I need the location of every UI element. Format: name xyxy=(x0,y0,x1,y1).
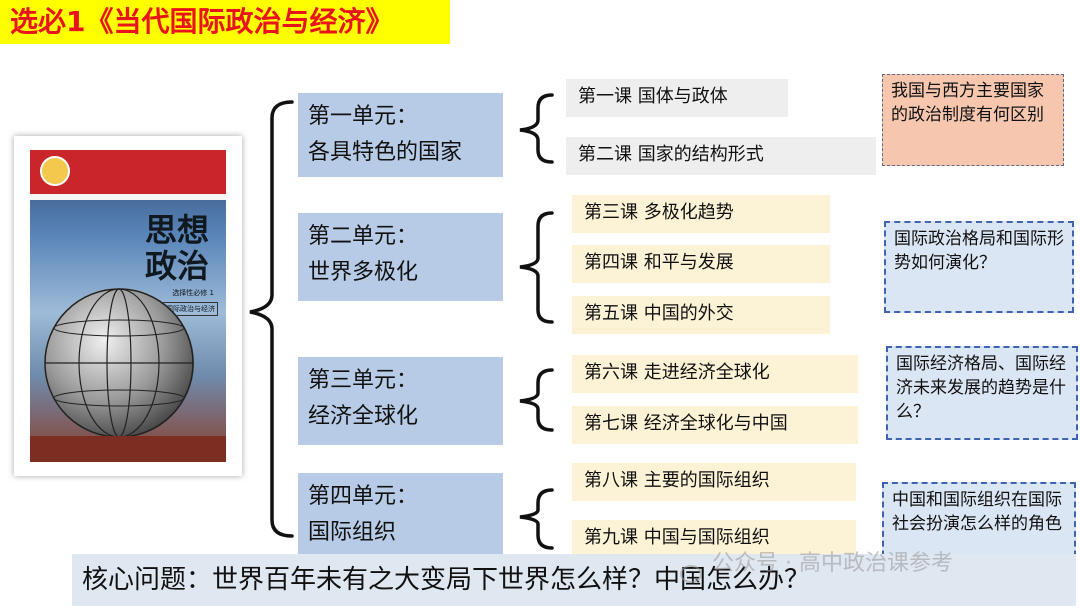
unit2-bracket xyxy=(519,211,554,324)
lesson-8: 第八课 主要的国际组织 xyxy=(572,463,856,501)
question-unit-2: 国际政治格局和国际形势如何演化？ xyxy=(884,221,1074,313)
book-subtitle: 选择性必修 1 xyxy=(172,289,214,297)
lesson-1: 第一课 国体与政体 xyxy=(566,79,788,117)
unit-4-title: 国际组织 xyxy=(308,520,397,545)
wechat-icon xyxy=(680,565,702,583)
question-unit-3: 国际经济格局、国际经济未来发展的趋势是什么？ xyxy=(886,346,1078,440)
unit-box-2: 第二单元： 世界多极化 xyxy=(298,213,503,301)
lesson-7: 第七课 经济全球化与中国 xyxy=(572,406,858,444)
unit1-bracket xyxy=(519,93,554,164)
unit-box-4: 第四单元： 国际组织 xyxy=(298,473,503,557)
unit-3-name: 第三单元： xyxy=(308,368,419,393)
main-bracket xyxy=(249,100,294,538)
textbook-cover-art: 思想 政治 选择性必修 1 当代国际政治与经济 xyxy=(30,150,226,462)
unit-2-title: 世界多极化 xyxy=(308,260,419,285)
question-unit-1: 我国与西方主要国家的政治制度有何区别 xyxy=(882,74,1064,166)
unit-1-title: 各具特色的国家 xyxy=(308,140,463,165)
lesson-6: 第六课 走进经济全球化 xyxy=(572,355,858,393)
lesson-4: 第四课 和平与发展 xyxy=(572,245,830,283)
unit-4-name: 第四单元： xyxy=(308,484,419,509)
publisher-logo-icon xyxy=(40,156,70,186)
textbook-cover: 思想 政治 选择性必修 1 当代国际政治与经济 xyxy=(14,136,242,476)
lesson-3: 第三课 多极化趋势 xyxy=(572,195,830,233)
globe-grid-icon xyxy=(44,288,194,438)
watermark: 公众号 · 高中政治课参考 xyxy=(712,551,953,576)
cover-base xyxy=(30,436,226,462)
unit4-bracket xyxy=(519,488,554,550)
unit-box-3: 第三单元： 经济全球化 xyxy=(298,357,503,445)
unit-1-name: 第一单元： xyxy=(308,104,419,129)
unit-3-title: 经济全球化 xyxy=(308,404,419,429)
book-title: 思想 政治 xyxy=(144,211,209,285)
lesson-2: 第二课 国家的结构形式 xyxy=(566,137,876,175)
lesson-9: 第九课 中国与国际组织 xyxy=(572,520,856,558)
lesson-5: 第五课 中国的外交 xyxy=(572,296,830,334)
unit3-bracket xyxy=(519,368,554,432)
unit-box-1: 第一单元： 各具特色的国家 xyxy=(298,93,503,177)
page-title: 选必1《当代国际政治与经济》 xyxy=(0,0,450,44)
unit-2-name: 第二单元： xyxy=(308,224,419,249)
